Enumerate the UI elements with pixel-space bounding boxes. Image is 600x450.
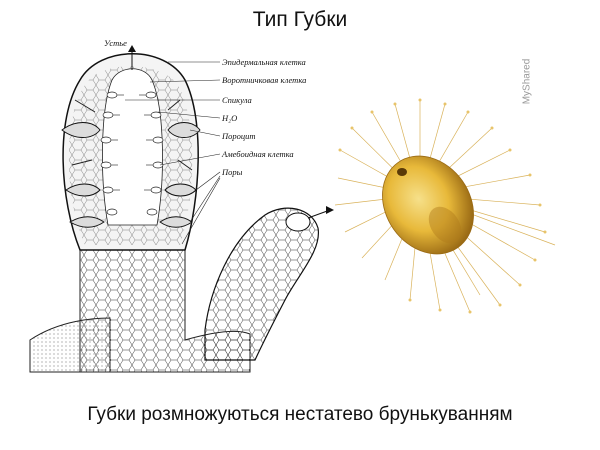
label-pores: Поры: [222, 167, 243, 177]
label-collar-cell: Воротничковая клетка: [222, 75, 307, 85]
watermark: MyShared: [521, 50, 548, 120]
label-amoeboid-cell: Амебоидная клетка: [222, 149, 294, 159]
watermark-text: MyShared: [521, 58, 533, 105]
label-spicule: Спикула: [222, 95, 252, 105]
bud: [204, 207, 319, 361]
sponge-illustration-oscule: [397, 168, 407, 176]
slide-title: Тип Губки: [252, 8, 348, 31]
spongocoel: [102, 68, 163, 226]
label-oscule: Устье: [104, 38, 127, 48]
label-porocyte: Пороцит: [222, 131, 256, 141]
label-epidermal-cell: Эпидермальная клетка: [222, 57, 306, 67]
sponge-illustration-body: [382, 155, 474, 255]
label-water: H₂O: [222, 113, 238, 123]
bud-oscule: [285, 212, 311, 232]
slide-caption: Губки розмножуються нестатево брунькуван…: [87, 404, 513, 425]
